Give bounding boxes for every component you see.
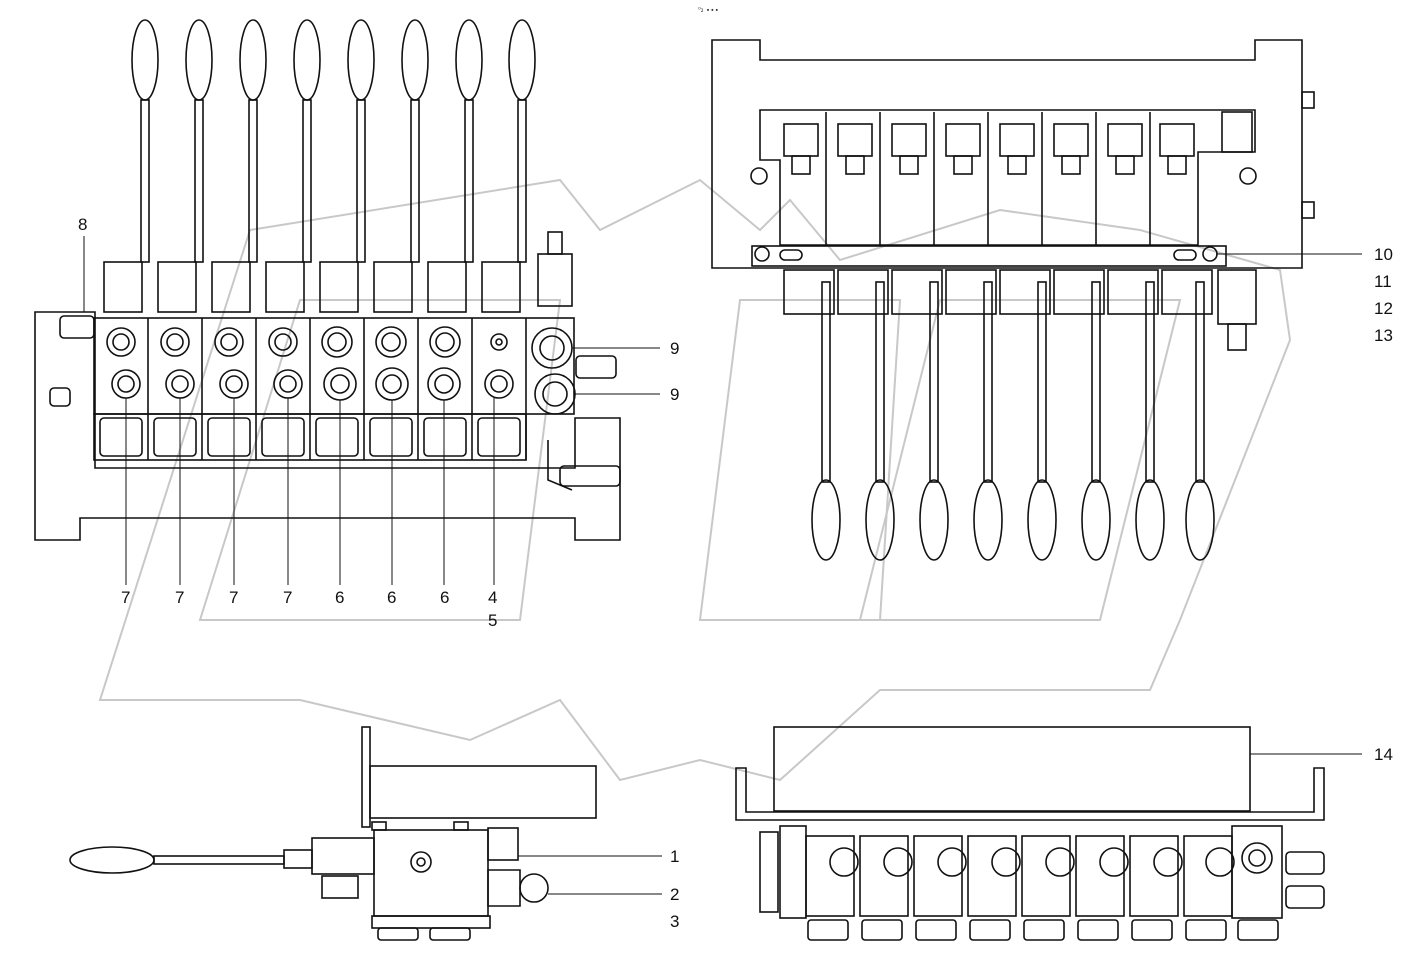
callout-2: 2 (670, 885, 680, 904)
bottom-view-valve-bank (735, 726, 1325, 941)
header-mark: ⁰₂ ∙∙∙ (698, 6, 719, 14)
callout-6b: 6 (387, 588, 397, 607)
callout-7c: 7 (229, 588, 239, 607)
callout-11: 11 (1374, 272, 1392, 291)
callout-6c: 6 (440, 588, 450, 607)
callout-7b: 7 (175, 588, 185, 607)
side-view-valve (311, 726, 597, 941)
callout-6a: 6 (335, 588, 345, 607)
callout-7a: 7 (121, 588, 131, 607)
front-view-valve-bank (34, 231, 621, 541)
callout-7d: 7 (283, 588, 293, 607)
callout-3: 3 (670, 912, 680, 931)
control-levers-front (131, 19, 536, 263)
callout-13: 13 (1374, 326, 1393, 345)
callout-9b: 9 (670, 385, 680, 404)
callout-1: 1 (670, 847, 680, 866)
callout-8: 8 (78, 215, 88, 234)
leader-lines-front (83, 236, 660, 585)
callout-10: 10 (1374, 245, 1393, 264)
callout-14: 14 (1374, 745, 1393, 764)
control-lever-side (69, 846, 313, 874)
leader-lines-side (518, 855, 662, 895)
callout-9a: 9 (670, 339, 680, 358)
control-levers-top (811, 281, 1215, 561)
callout-12: 12 (1374, 299, 1393, 318)
callout-4: 4 (488, 588, 498, 607)
callout-5: 5 (488, 611, 498, 630)
top-view-valve-bank (711, 39, 1315, 351)
